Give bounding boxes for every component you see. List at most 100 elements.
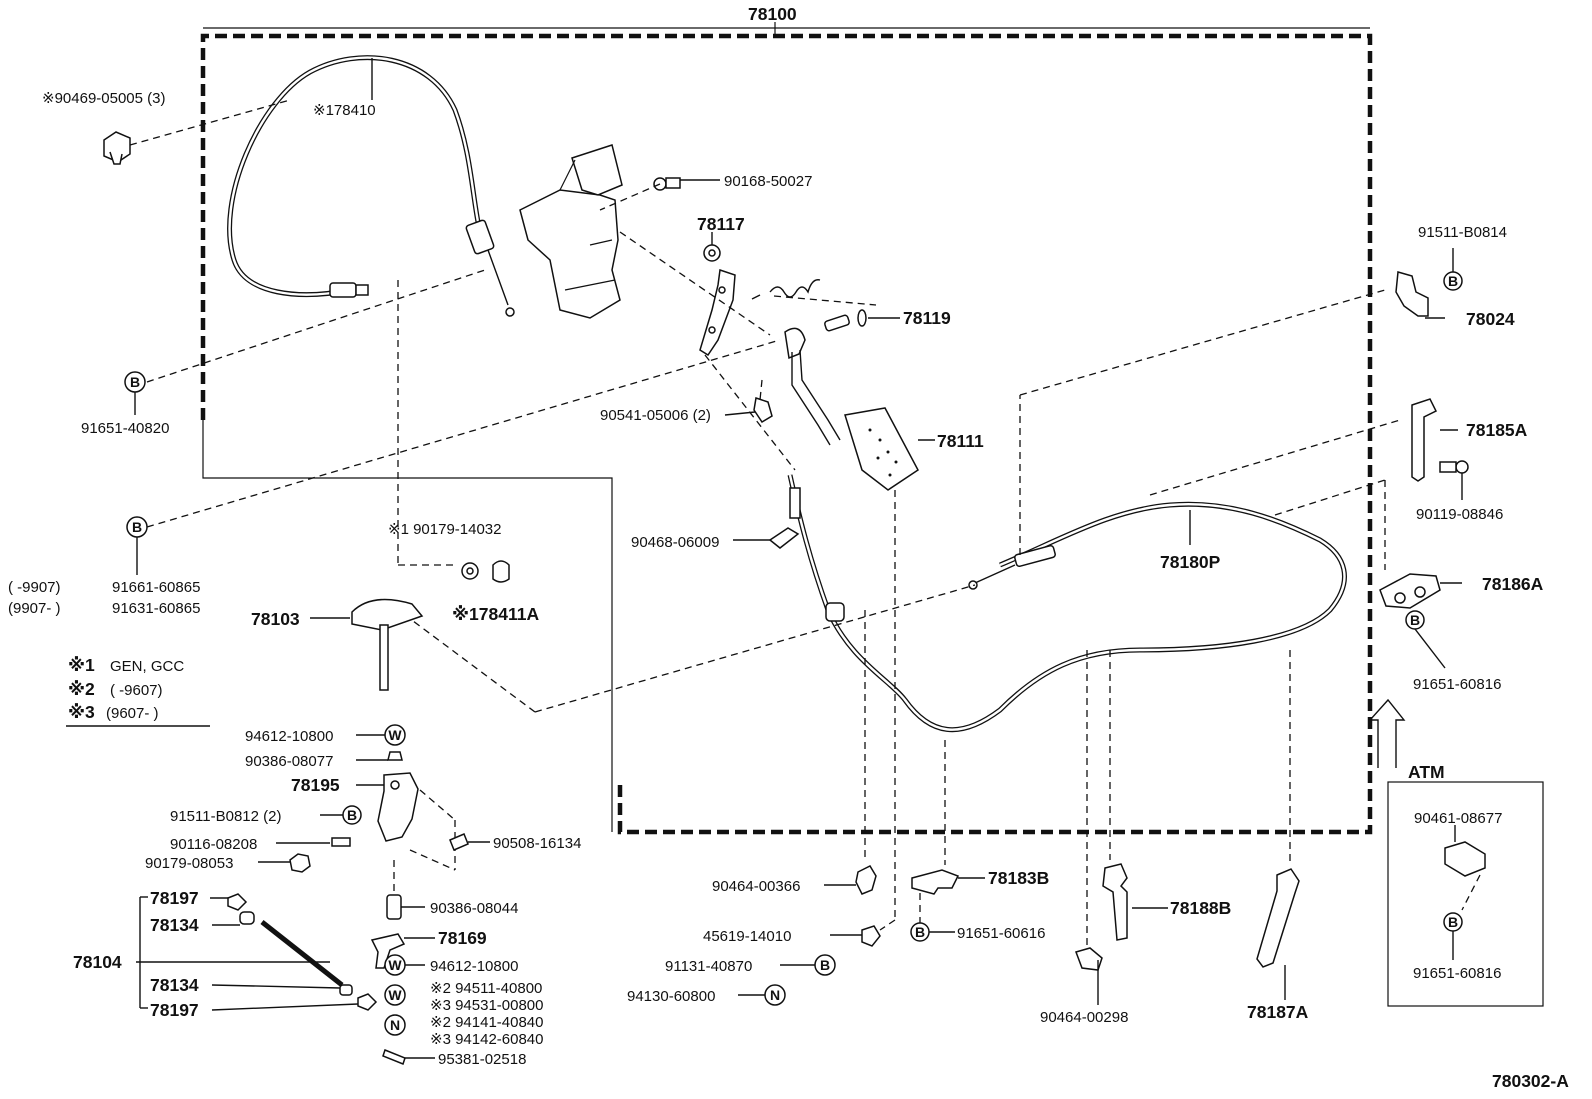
- label-94130: 94130-60800: [627, 988, 715, 1005]
- n-nut-1: N: [384, 1014, 406, 1036]
- label-90179-08053: 90179-08053: [145, 855, 233, 872]
- b-symbol-2: B: [1410, 612, 1420, 628]
- label-91511-b0814: 91511-B0814: [1418, 224, 1507, 241]
- bush-45619: [861, 925, 881, 947]
- b-symbol-1: B: [1448, 273, 1458, 289]
- footnote-1-mark: ※1: [68, 655, 95, 675]
- b-symbol-7: B: [915, 924, 925, 940]
- pedal-pad-texture: [868, 428, 898, 477]
- clip-90468: [768, 527, 800, 549]
- label-94141: ※2 94141-40840: [430, 1014, 544, 1031]
- label-90386-08044: 90386-08044: [430, 900, 518, 917]
- pedal-bracket-cover: [519, 144, 623, 319]
- label-91631: 91631-60865: [112, 600, 200, 617]
- label-178411a: ※178411A: [452, 604, 539, 624]
- bracket-78187a: [1256, 868, 1300, 968]
- bolt-90168: [653, 177, 681, 191]
- label-78103: 78103: [251, 609, 300, 629]
- clamp-78183b: [911, 869, 960, 895]
- assembly-boundary: [200, 22, 1373, 835]
- label-94142: ※3 94142-60840: [430, 1031, 544, 1048]
- bush-90386-08044: [386, 894, 402, 920]
- b-symbol-5: B: [132, 519, 142, 535]
- label-94612-b: 94612-10800: [430, 958, 518, 975]
- pin-95381: [382, 1049, 406, 1065]
- label-45619: 45619-14010: [703, 928, 791, 945]
- label-95381: 95381-02518: [438, 1051, 526, 1068]
- label-91131: 91131-40870: [665, 958, 752, 975]
- footnote-3-text: (9607- ): [106, 705, 159, 722]
- label-78186a: 78186A: [1482, 574, 1544, 594]
- clip-90464-00298: [1075, 947, 1103, 971]
- label-78134-a: 78134: [150, 915, 199, 935]
- n-symbol-1: N: [390, 1017, 400, 1033]
- label-91661: 91661-60865: [112, 579, 200, 596]
- b-symbol-4: B: [130, 374, 140, 390]
- label-90386-08077: 90386-08077: [245, 753, 333, 770]
- label-94531: ※3 94531-00800: [430, 997, 544, 1014]
- b-symbol-atm: B: [1448, 914, 1458, 930]
- grommet-90386-08077: [387, 751, 403, 761]
- label-78187a: 78187A: [1247, 1002, 1309, 1022]
- atm-box: B: [1387, 781, 1544, 1007]
- w-symbol-3: W: [388, 987, 402, 1003]
- label-91651-60616: 91651-60616: [957, 925, 1045, 942]
- footnote-2-text: ( -9607): [110, 682, 163, 699]
- label-90469: ※90469-05005 (3): [42, 90, 166, 107]
- footnote-legend: ※1 GEN, GCC ※2 ( -9607) ※3 (9607- ): [66, 655, 210, 727]
- label-90468: 90468-06009: [631, 534, 719, 551]
- label-78197-a: 78197: [150, 888, 199, 908]
- label-78183b: 78183B: [988, 868, 1049, 888]
- w-symbol-1: W: [388, 727, 402, 743]
- clip-90469: [103, 131, 131, 165]
- footnote-3-mark: ※3: [68, 702, 95, 722]
- clip-90541: [753, 397, 773, 424]
- b-symbol-6: B: [820, 957, 830, 973]
- bush-90179-14032: [461, 560, 510, 583]
- return-spring: [751, 279, 821, 300]
- bracket-78185a: [1411, 398, 1438, 482]
- cable-178410: [227, 55, 515, 317]
- label-91651-40820: 91651-40820: [81, 420, 169, 437]
- cable-78180p: [787, 474, 1347, 733]
- label-78185a: 78185A: [1466, 420, 1528, 440]
- accelerator-pedal-78111: [784, 327, 919, 491]
- bolt-90116: [331, 837, 351, 847]
- clip-90464-00366: [855, 865, 877, 895]
- label-94612-a: 94612-10800: [245, 728, 333, 745]
- label-78195: 78195: [291, 775, 340, 795]
- drawing-number: 780302-A: [1492, 1071, 1569, 1091]
- nut-90179-08053: [289, 853, 311, 873]
- label-78197-b: 78197: [150, 1000, 199, 1020]
- label-90461: 90461-08677: [1414, 810, 1502, 827]
- label-78104: 78104: [73, 952, 122, 972]
- label-91631-range: (9907- ): [8, 600, 61, 617]
- bracket-78103: [351, 598, 424, 691]
- label-91651-60816-a: 91651-60816: [1413, 676, 1501, 693]
- label-90119: 90119-08846: [1416, 506, 1503, 523]
- assembly-number: 78100: [748, 4, 797, 24]
- pedal-arm-bracket: [699, 269, 736, 357]
- bolt-90119: [1439, 460, 1469, 474]
- label-78134-b: 78134: [150, 975, 199, 995]
- label-90116: 90116-08208: [170, 836, 257, 853]
- label-178410: ※178410: [313, 102, 376, 119]
- w-symbol-2: W: [388, 957, 402, 973]
- footnote-2-mark: ※2: [68, 679, 95, 699]
- label-90168: 90168-50027: [724, 173, 812, 190]
- clip-90508: [449, 833, 469, 851]
- label-78111: 78111: [937, 431, 984, 451]
- label-90464-00366: 90464-00366: [712, 878, 800, 895]
- arrow-icon: [1368, 698, 1406, 768]
- label-90541: 90541-05006 (2): [600, 407, 711, 424]
- label-78024: 78024: [1466, 309, 1515, 329]
- w-washer-3: W: [384, 984, 406, 1006]
- b-symbol-3: B: [347, 807, 357, 823]
- bracket-78188b: [1102, 863, 1128, 941]
- bracket-78024: [1395, 271, 1429, 317]
- nut-78117: [703, 244, 721, 262]
- label-78188b: 78188B: [1170, 898, 1231, 918]
- rod-78104: [227, 893, 378, 1011]
- label-90464-00298: 90464-00298: [1040, 1009, 1128, 1026]
- label-78169: 78169: [438, 928, 487, 948]
